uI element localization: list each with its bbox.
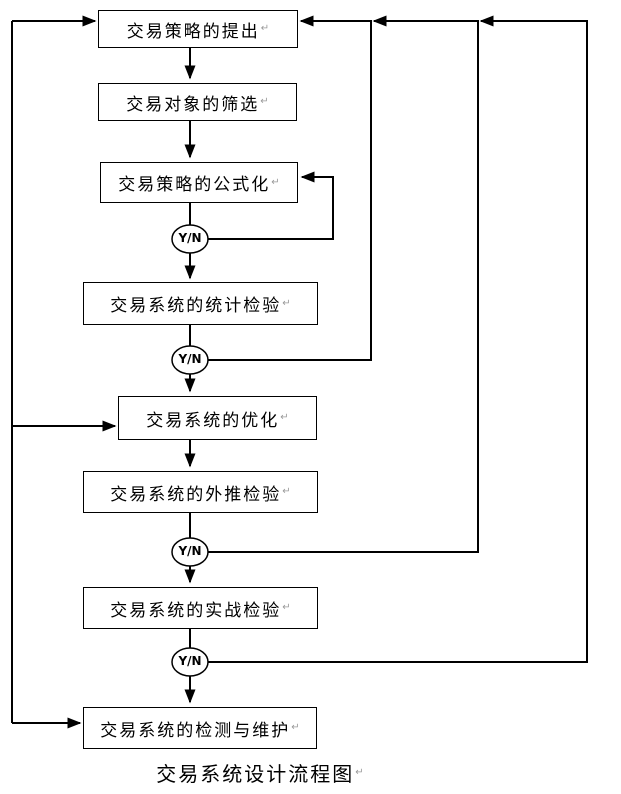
paragraph-mark: ↵	[282, 602, 291, 613]
decision-ellipse-1	[171, 224, 209, 254]
paragraph-mark: ↵	[291, 722, 300, 733]
node-trading-strategy-proposal: 交易策略的提出↵	[98, 10, 298, 48]
paragraph-mark: ↵	[282, 297, 291, 309]
node-strategy-formulation: 交易策略的公式化↵	[100, 162, 298, 203]
node-trading-object-screening: 交易对象的筛选↵	[98, 83, 297, 121]
node-extrapolation-test: 交易系统的外推检验↵	[83, 471, 318, 513]
node-system-optimization: 交易系统的优化↵	[118, 396, 317, 440]
decision-ellipse-3	[171, 537, 209, 567]
node-label: 交易系统的优化	[146, 410, 280, 430]
decision-ellipse-2	[171, 345, 209, 375]
diagram-title-text: 交易系统设计流程图	[156, 764, 355, 786]
node-label: 交易对象的筛选	[126, 94, 260, 114]
node-monitoring-maintenance: 交易系统的检测与维护↵	[83, 707, 317, 749]
paragraph-mark: ↵	[271, 176, 280, 188]
node-label: 交易策略的提出	[126, 21, 260, 41]
decision-ellipse-4	[171, 647, 209, 677]
decision-label-2: Y/N	[178, 352, 202, 366]
diagram-title: 交易系统设计流程图↵	[0, 758, 520, 787]
feedback-decision1-to-formulation	[208, 171, 334, 240]
node-label: 交易系统的统计检验	[110, 296, 282, 315]
feedback-decision4-to-proposal	[208, 15, 588, 663]
feedback-decision2-to-proposal	[208, 15, 372, 361]
paragraph-mark: ↵	[280, 412, 289, 423]
paragraph-mark: ↵	[260, 23, 270, 34]
node-label: 交易系统的外推检验	[110, 484, 282, 504]
decision-label-3: Y/N	[178, 544, 202, 558]
node-label: 交易策略的公式化	[118, 175, 271, 194]
node-label: 交易系统的实战检验	[110, 600, 282, 620]
decision-label-4: Y/N	[178, 654, 202, 668]
node-label: 交易系统的检测与维护	[100, 720, 291, 740]
node-live-trading-test: 交易系统的实战检验↵	[83, 587, 318, 629]
node-statistical-test: 交易系统的统计检验↵	[83, 282, 318, 325]
feedback-decision3-to-proposal	[208, 15, 479, 553]
paragraph-mark: ↵	[355, 766, 364, 778]
paragraph-mark: ↵	[282, 486, 291, 497]
decision-label-1: Y/N	[178, 231, 202, 245]
paragraph-mark: ↵	[260, 96, 269, 107]
